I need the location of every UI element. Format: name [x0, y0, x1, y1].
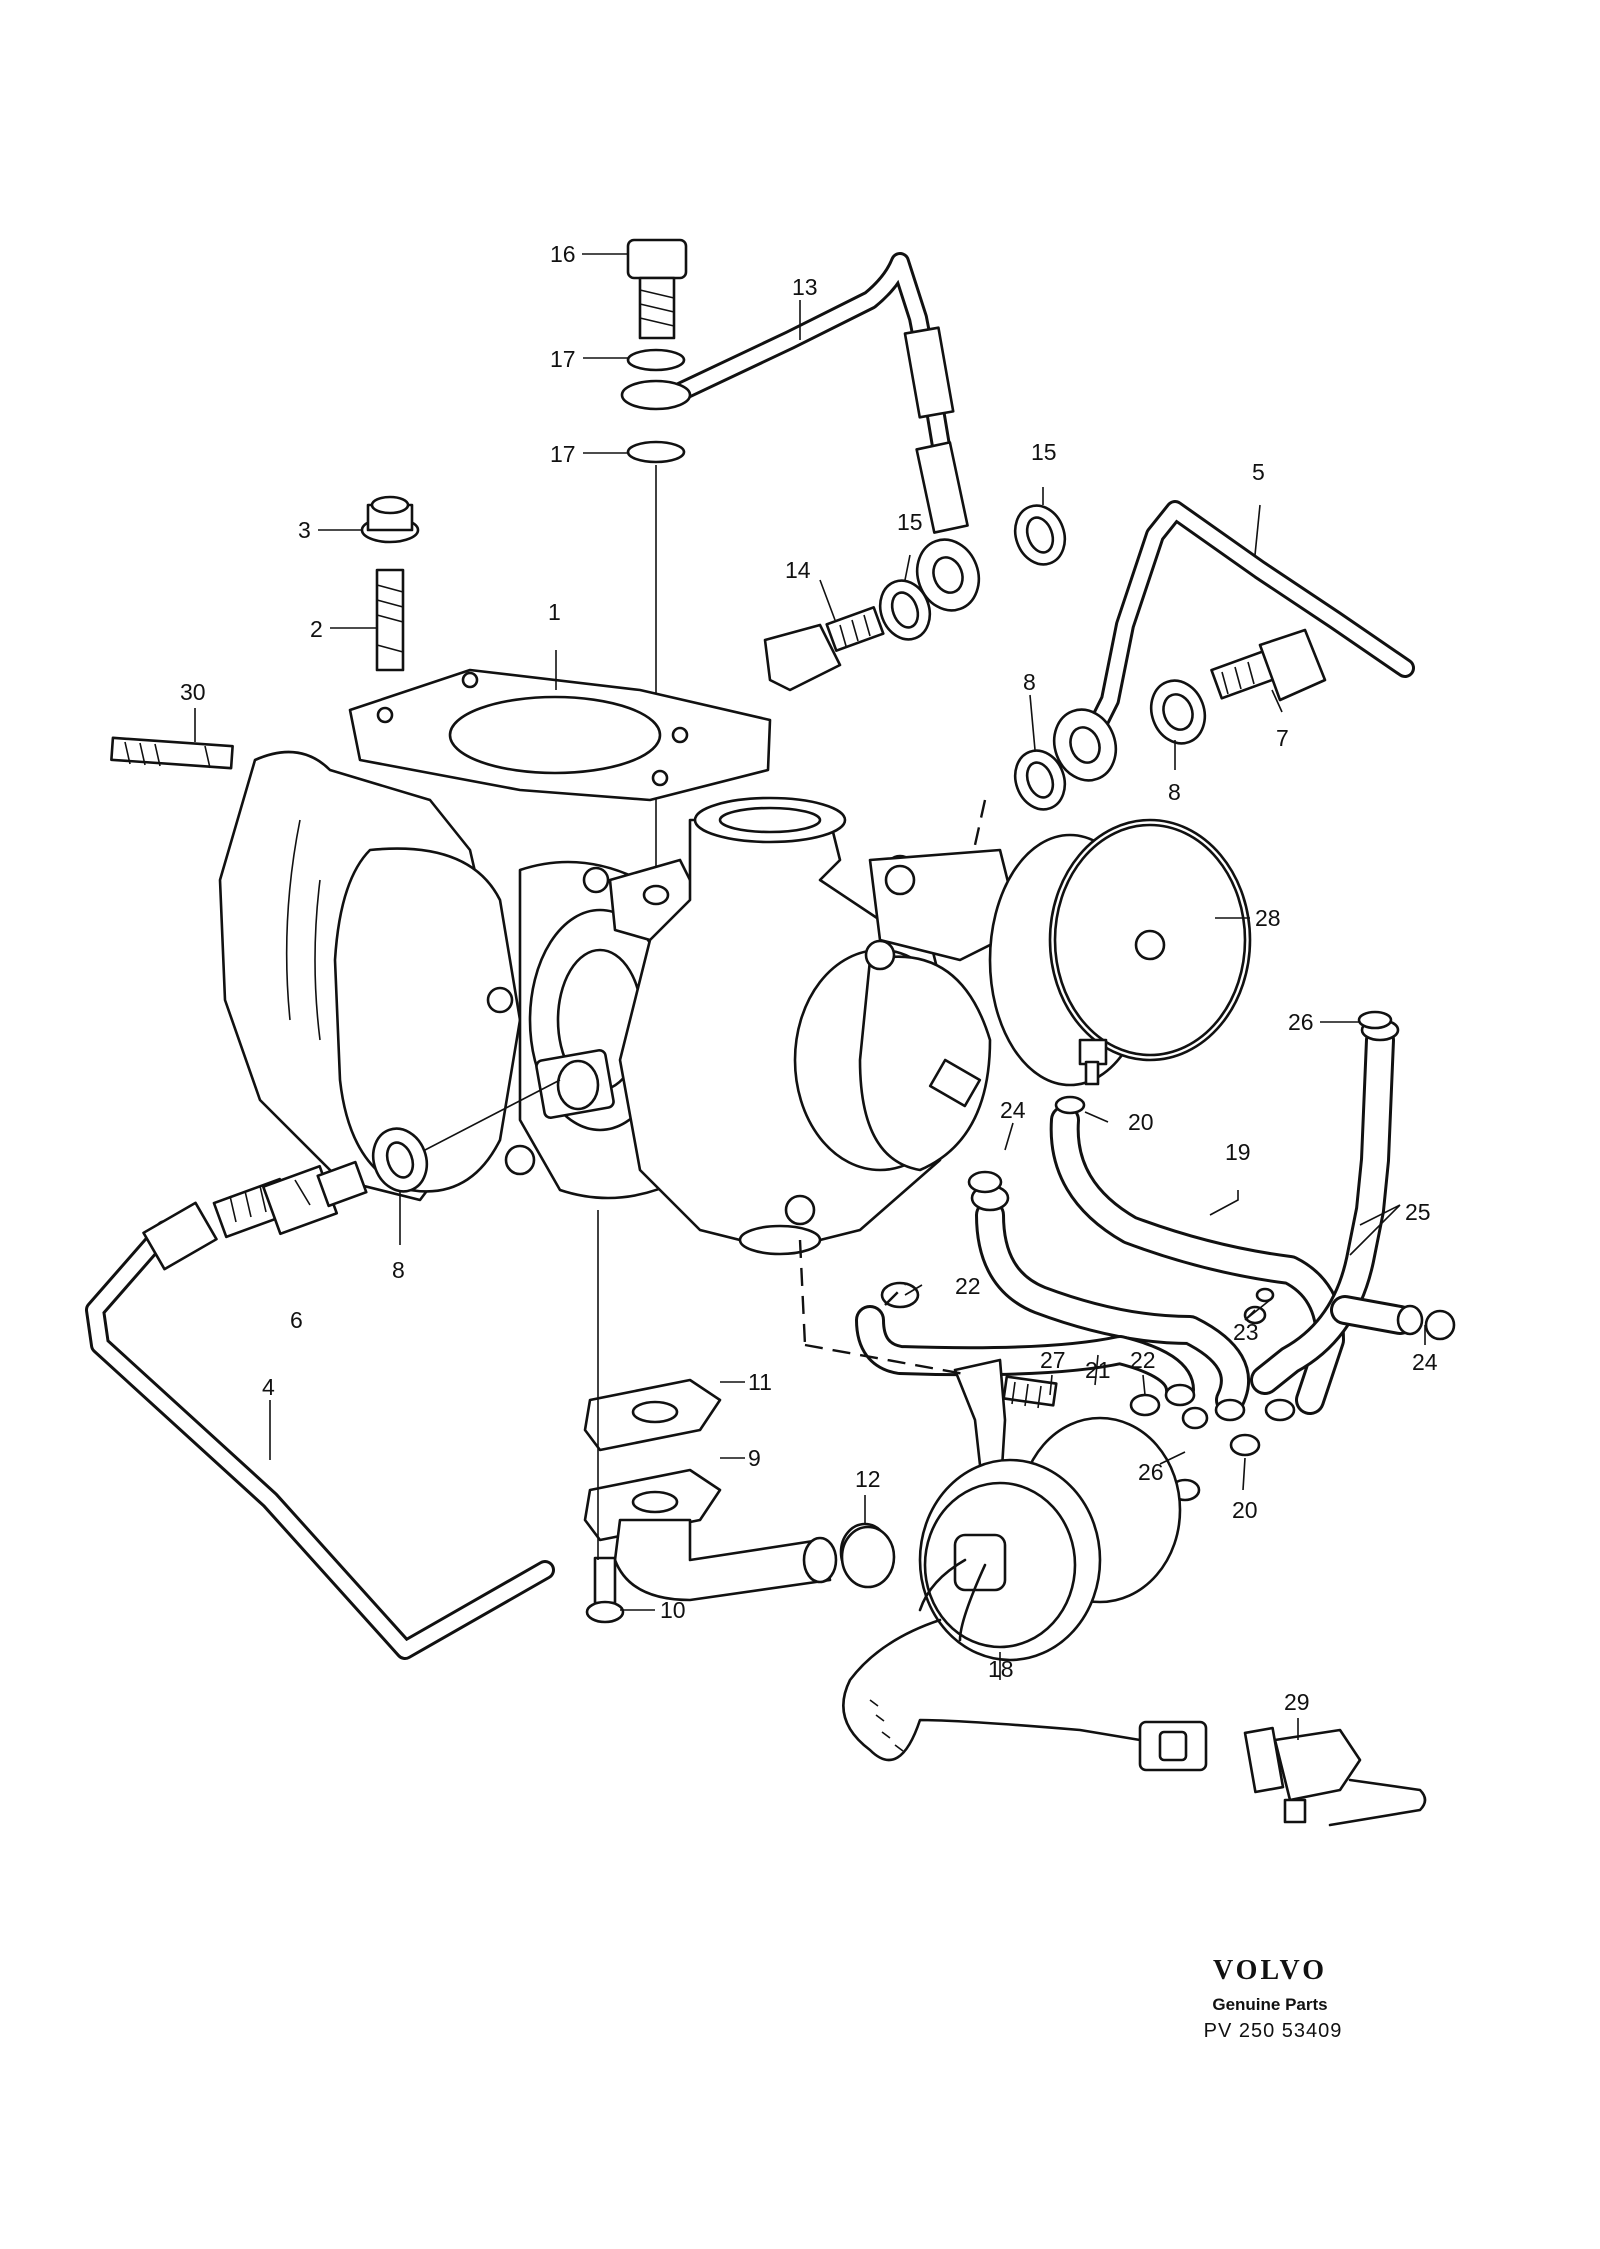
callout-2: 2: [310, 616, 323, 642]
brand-subtitle: Genuine Parts: [1212, 1995, 1328, 2014]
callout-17a: 17: [550, 346, 576, 372]
volvo-logo: VOLVO: [1213, 1955, 1327, 1986]
callout-7: 7: [1276, 725, 1289, 751]
callout-19: 19: [1225, 1139, 1251, 1165]
compressor-housing: [618, 796, 992, 1256]
callout-26a: 26: [1288, 1009, 1314, 1035]
callout-16: 16: [550, 241, 576, 267]
callout-22b: 22: [1130, 1347, 1156, 1373]
flange-gasket: [348, 668, 772, 802]
callout-8c: 8: [392, 1257, 405, 1283]
pipe-5-and-bolt-7: [1013, 500, 1415, 811]
boost-solenoid: [842, 1358, 1427, 1827]
callout-20a: 20: [1128, 1109, 1154, 1135]
callout-1: 1: [548, 599, 561, 625]
callout-3: 3: [298, 517, 311, 543]
stud-30: [110, 736, 234, 770]
callout-6: 6: [290, 1307, 303, 1333]
callout-24b: 24: [1412, 1349, 1438, 1375]
callout-18: 18: [988, 1656, 1014, 1682]
callout-8a: 8: [1023, 669, 1036, 695]
callout-13: 13: [792, 274, 818, 300]
assembly-lines: [798, 799, 987, 1377]
callout-15a: 15: [897, 509, 923, 535]
turbine-housing: [218, 750, 522, 1202]
callout-9: 9: [748, 1445, 761, 1471]
callout-20b: 20: [1232, 1497, 1258, 1523]
document-code: PV 250 53409: [1203, 2020, 1343, 2042]
callout-22a: 22: [955, 1273, 981, 1299]
callout-15b: 15: [1031, 439, 1057, 465]
callout-5: 5: [1252, 459, 1265, 485]
boost-control-hoses: [855, 1010, 1456, 1502]
callout-26b: 26: [1138, 1459, 1164, 1485]
callout-25: 25: [1405, 1199, 1431, 1225]
callout-14: 14: [785, 557, 811, 583]
diagram-artwork: [85, 238, 1456, 1827]
callout-4: 4: [262, 1374, 275, 1400]
banjo-bolt-14: [763, 504, 1067, 692]
callout-27: 27: [1040, 1347, 1066, 1373]
callout-11: 11: [748, 1369, 772, 1395]
o-ring-12: [840, 1525, 896, 1589]
oil-feed-pipe: [670, 252, 981, 612]
oil-return-pipe: [85, 1079, 561, 1660]
callout-labels: 1 2 3 4 5 6 7 8 8 8 9 10 11 12 13 14 15 …: [180, 241, 1438, 1715]
nut-and-stud: [360, 495, 420, 672]
banjo-bolt-top: [620, 238, 692, 870]
callout-17b: 17: [550, 441, 576, 467]
callout-10: 10: [660, 1597, 686, 1623]
callout-21: 21: [1085, 1357, 1111, 1383]
wastegate-actuator: [868, 818, 1252, 1087]
callout-24a: 24: [1000, 1097, 1026, 1123]
callout-8b: 8: [1168, 779, 1181, 805]
callout-29: 29: [1284, 1689, 1310, 1715]
callout-12: 12: [855, 1466, 881, 1492]
callout-28: 28: [1255, 905, 1281, 931]
leader-lines: [194, 253, 1426, 1740]
callout-23: 23: [1233, 1319, 1259, 1345]
callout-30: 30: [180, 679, 206, 705]
